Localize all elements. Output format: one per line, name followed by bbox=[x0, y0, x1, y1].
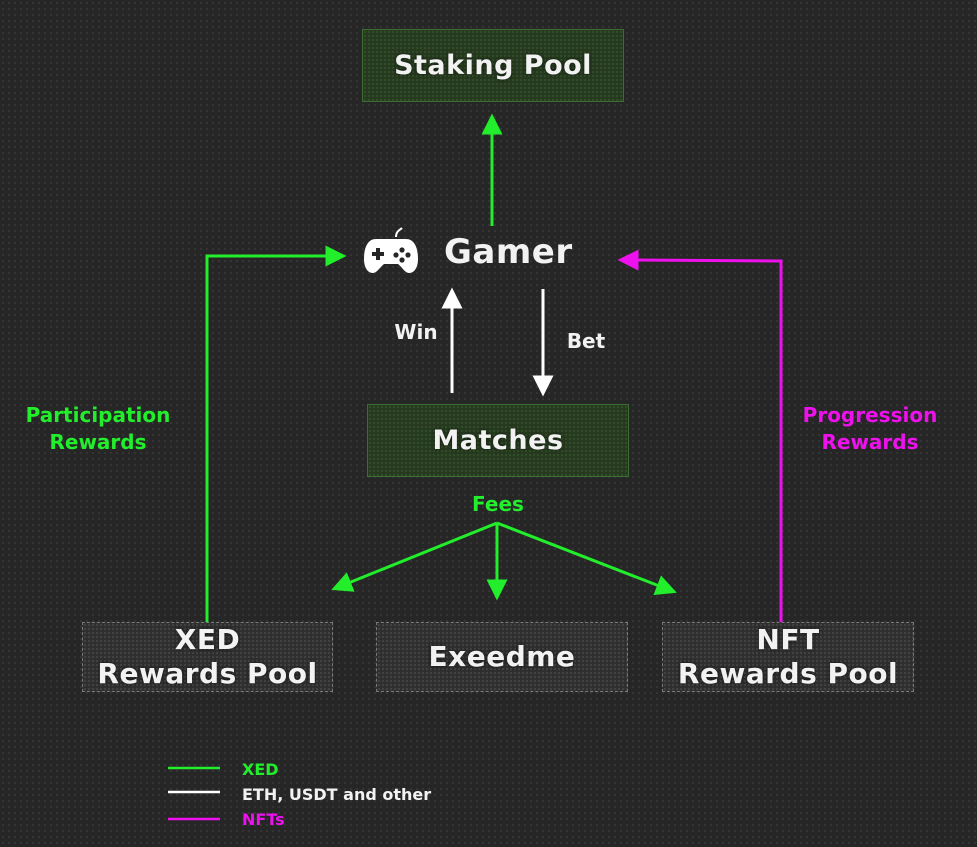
matches-node: Matches bbox=[367, 404, 629, 477]
participation-rewards-label: Participation Rewards bbox=[10, 402, 186, 456]
gamepad-icon bbox=[360, 227, 422, 277]
participation-line1: Participation bbox=[25, 403, 171, 427]
xed-rewards-pool-node: XED Rewards Pool bbox=[82, 622, 333, 692]
staking-pool-node: Staking Pool bbox=[362, 29, 624, 102]
xed-pool-line2: Rewards Pool bbox=[97, 657, 318, 690]
legend-fiat: ETH, USDT and other bbox=[242, 785, 432, 804]
legend: XED ETH, USDT and other NFTs bbox=[242, 757, 542, 832]
fees-label: Fees bbox=[472, 492, 524, 516]
staking-pool-label: Staking Pool bbox=[394, 50, 592, 81]
bet-label: Bet bbox=[566, 329, 606, 353]
nft-pool-line1: NFT bbox=[756, 623, 820, 656]
progression-rewards-label: Progression Rewards bbox=[785, 402, 955, 456]
nft-rewards-pool-node: NFT Rewards Pool bbox=[662, 622, 914, 692]
progression-line2: Rewards bbox=[821, 430, 919, 454]
participation-line2: Rewards bbox=[49, 430, 147, 454]
fees-to-nft-pool-arrow bbox=[496, 521, 677, 595]
progression-line1: Progression bbox=[802, 403, 938, 427]
win-label: Win bbox=[394, 320, 438, 344]
legend-nft: NFTs bbox=[242, 810, 285, 829]
xed-pool-line1: XED bbox=[174, 623, 241, 656]
exeedme-node: Exeedme bbox=[376, 622, 628, 692]
gamer-node: Gamer bbox=[360, 220, 580, 284]
fees-to-xed-pool-arrow bbox=[331, 521, 498, 592]
nft-pool-line2: Rewards Pool bbox=[677, 657, 899, 690]
matches-label: Matches bbox=[432, 425, 564, 456]
legend-xed: XED bbox=[242, 760, 279, 779]
gamer-label: Gamer bbox=[444, 232, 573, 272]
exeedme-label: Exeedme bbox=[428, 640, 576, 673]
progression-rewards-arrow bbox=[617, 249, 783, 622]
participation-rewards-arrow bbox=[205, 245, 347, 622]
